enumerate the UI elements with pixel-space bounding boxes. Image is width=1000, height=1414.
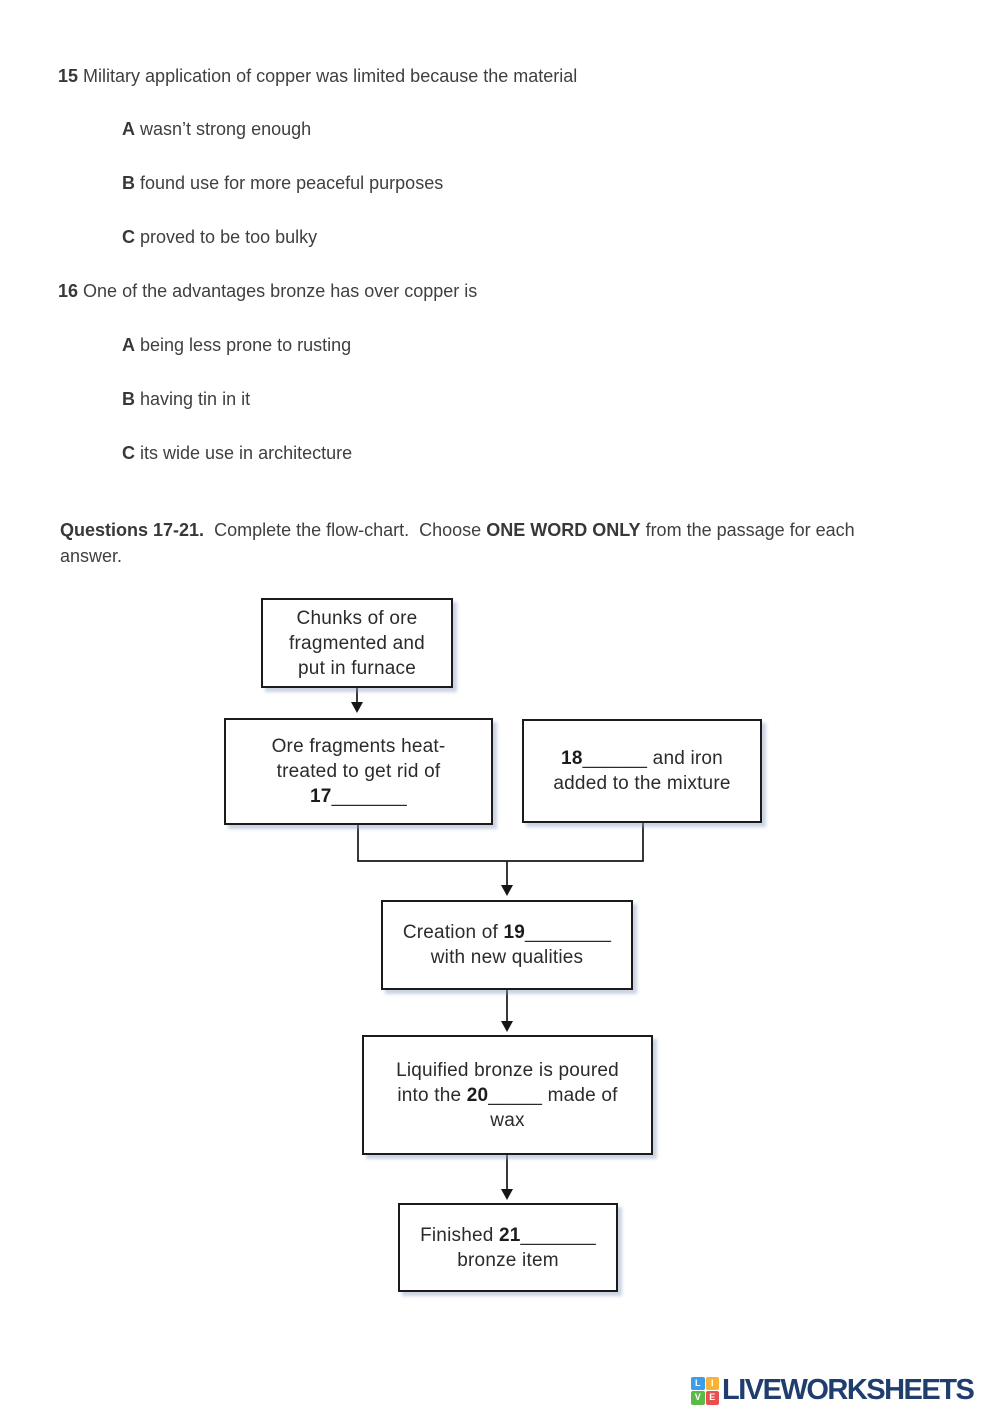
question-20-number: 20 [466, 1084, 489, 1106]
option-16-a: A being less prone to rusting [122, 333, 351, 357]
flow-box-text: made of [542, 1084, 618, 1106]
question-21-number: 21 [498, 1224, 521, 1246]
instructions-middle: Complete the flow-chart. Choose [204, 520, 487, 540]
flow-box-line: treated to get rid of [276, 761, 441, 782]
question-16: 16 One of the advantages bronze has over… [58, 279, 477, 303]
flow-box-question-19: Creation of 19________ with new qualitie… [381, 900, 633, 990]
liveworksheets-logo[interactable]: L I V E LIVEWORKSHEETS [691, 1374, 975, 1407]
option-15-b-letter: B [122, 173, 135, 193]
flow-box-line: Finished 21_______ [420, 1223, 596, 1248]
flow-box-text: Creation of [402, 922, 504, 943]
flow-box-line: Liquified bronze is poured [396, 1059, 619, 1081]
question-15-number: 15 [58, 66, 79, 86]
flow-box-question-20: Liquified bronze is poured into the 20__… [362, 1035, 653, 1155]
flow-box-line: 18______ and iron [561, 746, 723, 771]
flow-box-question-21: Finished 21_______ bronze item [398, 1203, 618, 1292]
option-15-c: C proved to be too bulky [122, 225, 317, 249]
flow-box-line: Creation of 19________ [403, 920, 611, 945]
option-16-a-letter: A [122, 335, 135, 355]
flow-box-chunks-of-ore: Chunks of ore fragmented and put in furn… [261, 598, 453, 688]
question-18-blank: ______ [582, 748, 648, 769]
flow-box-line: 17_______ [310, 784, 407, 809]
option-16-a-text: being less prone to rusting [140, 335, 352, 355]
question-17-blank: _______ [331, 786, 407, 807]
flow-box-text: into the [397, 1084, 467, 1106]
liveworksheets-icon: L I V E [691, 1376, 719, 1405]
flow-box-line: fragmented and [289, 632, 425, 654]
instructions-tail: from the passage for each answer. [60, 520, 860, 566]
option-15-b: B found use for more peaceful purposes [122, 171, 443, 195]
liveworksheets-wordmark: LIVEWORKSHEETS [722, 1374, 975, 1406]
question-15-text: Military application of copper was limit… [83, 66, 578, 86]
option-16-b: B having tin in it [122, 387, 250, 411]
option-15-b-text: found use for more peaceful purposes [140, 173, 444, 193]
logo-tile-i: I [705, 1376, 719, 1390]
question-15: 15 Military application of copper was li… [58, 64, 577, 88]
option-16-b-text: having tin in it [140, 389, 251, 409]
option-15-a-letter: A [122, 119, 135, 139]
option-15-a-text: wasn’t strong enough [140, 119, 312, 139]
option-15-c-letter: C [122, 227, 135, 247]
arrow-down-icon [351, 702, 363, 713]
flow-box-line: bronze item [457, 1249, 559, 1271]
flow-box-question-18: 18______ and iron added to the mixture [522, 719, 762, 823]
arrow-down-icon [501, 1021, 513, 1032]
instructions-lead: Questions 17-21. [60, 520, 205, 540]
question-20-blank: _____ [488, 1084, 543, 1106]
flow-box-line: Ore fragments heat- [271, 736, 446, 757]
flow-box-line: Chunks of ore [296, 607, 418, 629]
question-17-number: 17 [310, 786, 332, 807]
question-19-number: 19 [503, 922, 526, 943]
arrow-down-icon [501, 1189, 513, 1200]
question-21-blank: _______ [520, 1224, 596, 1246]
question-19-blank: ________ [525, 922, 612, 943]
flow-box-text: and iron [647, 748, 723, 769]
flow-box-line: wax [490, 1109, 525, 1131]
option-15-c-text: proved to be too bulky [140, 227, 318, 247]
question-16-text: One of the advantages bronze has over co… [83, 281, 478, 301]
option-16-c: C its wide use in architecture [122, 441, 352, 465]
flow-box-text: Finished [420, 1224, 499, 1246]
logo-tile-e: E [705, 1391, 719, 1405]
logo-tile-l: L [691, 1376, 705, 1390]
flow-box-line: with new qualities [430, 947, 584, 968]
flowchart-instructions: Questions 17-21. Complete the flow-chart… [60, 517, 894, 569]
instructions-keyword: ONE WORD ONLY [486, 520, 641, 540]
logo-tile-v: V [691, 1391, 705, 1405]
option-16-c-text: its wide use in architecture [140, 443, 353, 463]
question-18-number: 18 [561, 748, 583, 769]
option-16-b-letter: B [122, 389, 135, 409]
question-16-number: 16 [58, 281, 79, 301]
option-16-c-letter: C [122, 443, 135, 463]
flow-box-line: into the 20_____ made of [397, 1083, 617, 1108]
arrow-down-icon [501, 885, 513, 896]
flow-box-line: put in furnace [298, 657, 416, 679]
flow-box-line: added to the mixture [553, 773, 731, 794]
option-15-a: A wasn’t strong enough [122, 117, 311, 141]
flow-box-question-17: Ore fragments heat- treated to get rid o… [224, 718, 493, 825]
